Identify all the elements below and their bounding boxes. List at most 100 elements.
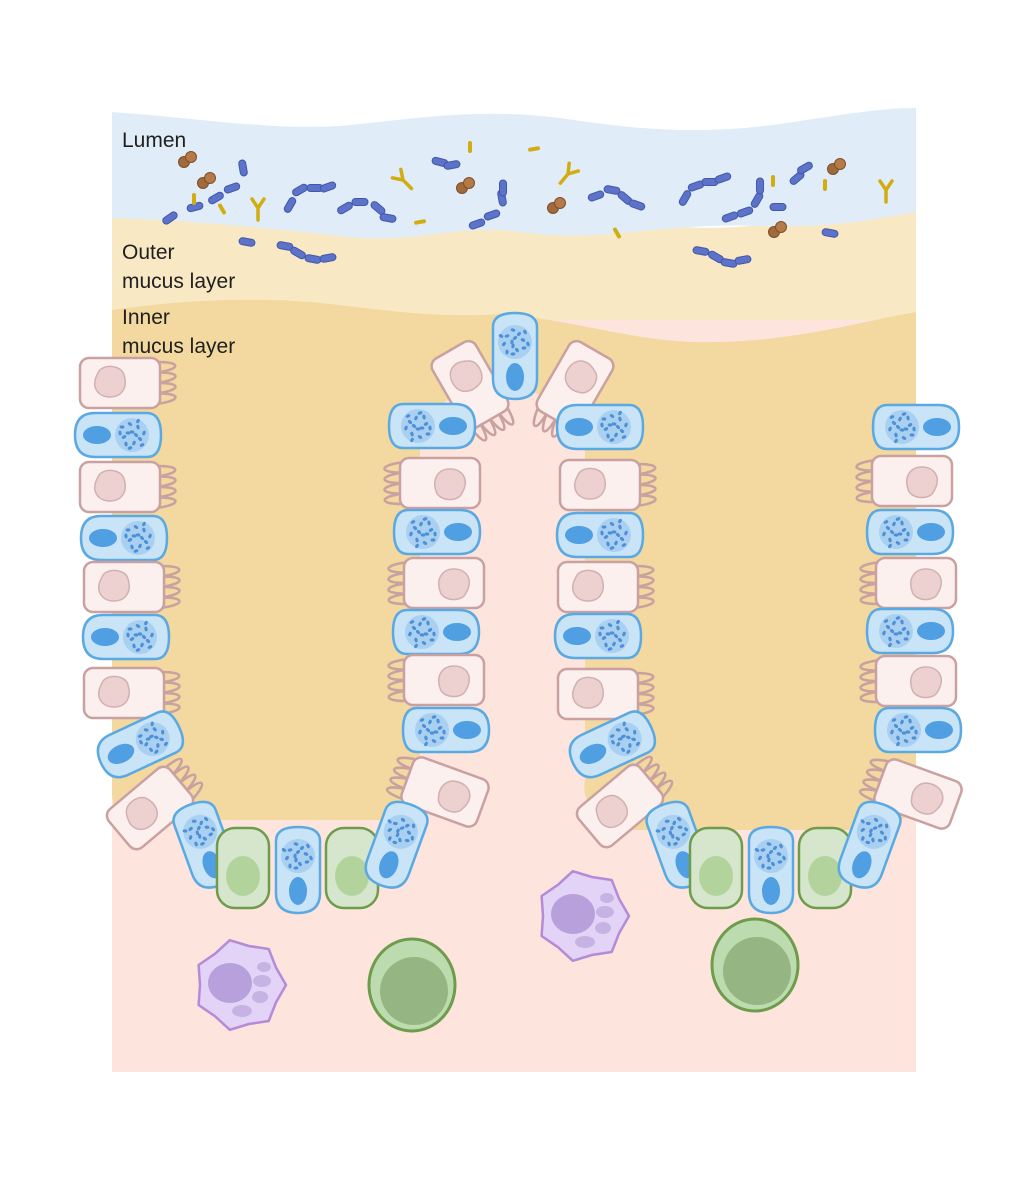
- granule: [871, 837, 875, 843]
- granule: [142, 527, 146, 533]
- goblet-cell: [79, 514, 169, 562]
- granule: [684, 827, 689, 832]
- antibody-shape: [558, 161, 581, 185]
- granule: [606, 433, 610, 439]
- goblet-nucleus: [762, 877, 780, 905]
- granule: [614, 540, 618, 546]
- granule: [121, 435, 127, 439]
- granule: [633, 729, 637, 735]
- granule: [622, 631, 626, 637]
- mucus-granules: [595, 619, 629, 653]
- granule: [511, 343, 515, 349]
- stem-cell: [215, 826, 271, 910]
- granule: [616, 742, 621, 747]
- granule: [668, 830, 673, 836]
- stem-cell-nucleus: [699, 856, 733, 896]
- mucus-granules: [383, 814, 418, 849]
- granule: [142, 430, 146, 436]
- granule: [425, 727, 431, 733]
- granule: [771, 861, 775, 867]
- macrophage-granule: [253, 975, 271, 987]
- granule: [865, 840, 871, 845]
- enterocyte-nucleus: [906, 466, 938, 499]
- goblet-cell: [274, 825, 322, 915]
- macrophage-granule: [232, 1005, 252, 1017]
- granule: [611, 740, 615, 745]
- granule: [388, 836, 392, 841]
- granule: [411, 823, 416, 829]
- granule: [907, 423, 913, 427]
- goblet-cell: [555, 511, 645, 559]
- granule: [432, 631, 436, 637]
- granule: [143, 728, 149, 732]
- goblet-cell: [747, 825, 795, 915]
- granule: [900, 520, 904, 526]
- plasma-cell: [710, 917, 800, 1013]
- granule: [621, 734, 626, 739]
- granule: [607, 423, 613, 427]
- granule: [621, 747, 625, 752]
- granule: [773, 845, 777, 851]
- granule: [526, 341, 530, 347]
- granule: [422, 414, 426, 420]
- enterocyte-cell: [82, 666, 181, 720]
- goblet-nucleus: [89, 529, 117, 547]
- mucus-granules: [281, 839, 315, 873]
- goblet-nucleus: [379, 851, 399, 879]
- macrophage-granule: [575, 936, 595, 948]
- granule: [903, 538, 909, 542]
- granule: [609, 522, 615, 526]
- rod-bacterium: [769, 203, 787, 211]
- granule: [901, 731, 907, 735]
- granule: [600, 422, 604, 428]
- enterocyte-cell: [78, 356, 177, 410]
- granule: [303, 852, 309, 856]
- granule: [405, 414, 411, 418]
- granule: [599, 626, 605, 630]
- inner-mucus-label-line2: mucus layer: [122, 335, 236, 358]
- granule: [124, 533, 128, 539]
- granule: [626, 735, 631, 740]
- granule: [882, 531, 886, 537]
- rod-bacterium: [370, 201, 386, 215]
- granule: [410, 431, 414, 437]
- enterocyte-nucleus: [98, 675, 130, 708]
- mucus-granules: [406, 515, 440, 549]
- macrophage-cell: [540, 869, 631, 963]
- epithelial-cells: [73, 311, 963, 1033]
- enterocyte-cell: [387, 556, 486, 610]
- enterocyte-cell: [383, 456, 482, 510]
- granule: [426, 620, 430, 626]
- granule: [600, 530, 604, 536]
- granule: [154, 749, 159, 754]
- granule: [903, 637, 909, 641]
- granule: [895, 616, 901, 620]
- granule: [675, 836, 680, 841]
- granule: [860, 819, 865, 824]
- granule: [601, 636, 607, 640]
- granule: [416, 529, 422, 535]
- goblet-nucleus: [917, 523, 945, 541]
- mucus-granules: [498, 325, 532, 359]
- plasma-cell: [367, 937, 457, 1033]
- lumen-label-text: Lumen: [122, 129, 187, 152]
- mucus-granules: [754, 839, 788, 873]
- granule: [888, 642, 892, 648]
- granule: [677, 825, 683, 829]
- antibody-fragment: [613, 227, 621, 239]
- granule: [124, 441, 128, 447]
- granule: [202, 836, 207, 841]
- granule: [901, 436, 907, 440]
- enterocyte-nucleus: [910, 782, 944, 815]
- granule: [521, 346, 527, 350]
- granule: [766, 866, 772, 870]
- goblet-nucleus: [453, 721, 481, 739]
- granule: [396, 828, 400, 834]
- granule: [156, 743, 160, 748]
- enterocyte-nucleus: [572, 569, 604, 602]
- rod-bacterium: [756, 177, 764, 195]
- granule: [883, 520, 889, 524]
- granule: [306, 843, 310, 849]
- granule: [400, 817, 406, 822]
- antibody-fragment: [771, 175, 775, 187]
